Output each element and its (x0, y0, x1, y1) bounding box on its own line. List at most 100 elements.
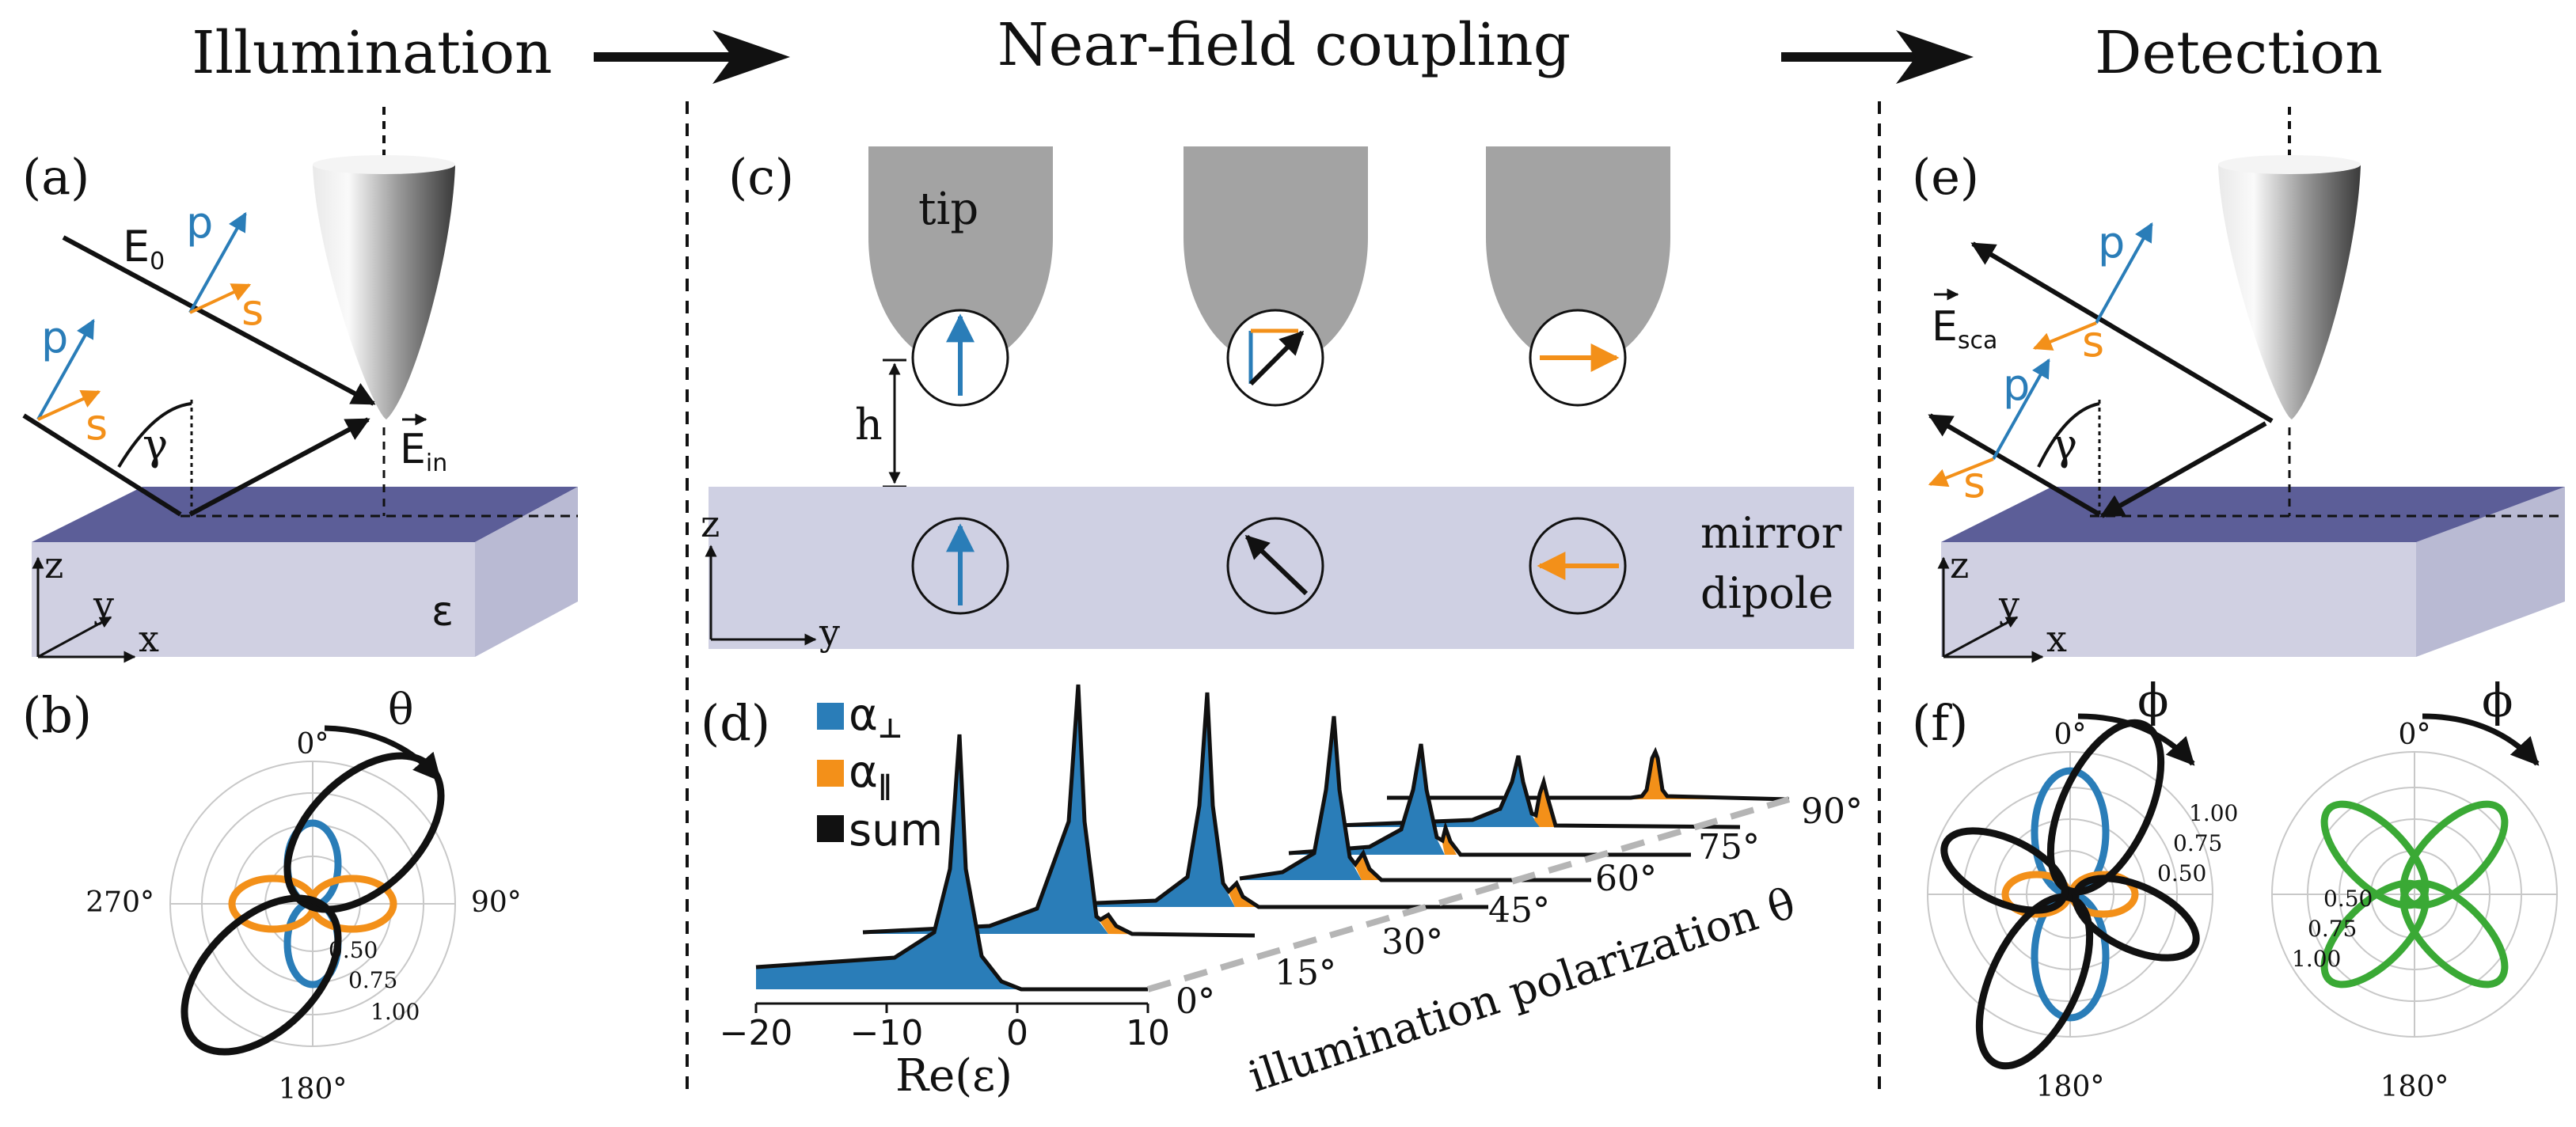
tip-c-2 (1184, 146, 1368, 368)
theta-tick-90: 90° (1801, 791, 1863, 832)
polar-angle-180: 180° (279, 1073, 348, 1106)
trace-45-sum (1239, 715, 1591, 882)
polar-angle-90: 90° (471, 886, 522, 919)
mirror-label: mirror (1700, 508, 1842, 558)
s-arrow-e-2 (1928, 457, 1994, 488)
sum-lobe-2 (180, 894, 342, 1056)
panel-a: (a) E0 p s p s γ Ein ε (22, 107, 578, 663)
x-axis-label: Re(ε) (895, 1050, 1013, 1102)
trace-45-perp (1240, 720, 1362, 880)
ein-label: Ein (400, 426, 447, 477)
trace-60-perp (1289, 750, 1445, 855)
p-label-1: p (186, 198, 213, 248)
stage-title-illumination: Illumination (192, 19, 552, 87)
polar-f-right-180: 180° (2380, 1071, 2449, 1103)
polar-radius-100: 1.00 (370, 999, 420, 1025)
s-label-2: s (85, 400, 108, 450)
theta-label: θ (388, 685, 414, 734)
legend-swatch-sum (817, 815, 844, 842)
dipole-tilt-2 (1248, 330, 1305, 386)
theta-tick-60: 60° (1595, 859, 1657, 899)
axes-e: z y x (1937, 544, 2067, 663)
panel-d-label: (d) (701, 694, 770, 752)
s-label-1: s (241, 285, 264, 335)
legend-swatch-perp (817, 703, 844, 730)
gamma-label-e: γ (2052, 419, 2077, 469)
s-label-e-1: s (2082, 317, 2104, 366)
dipole-label: dipole (1700, 568, 1833, 618)
substrate-a (32, 427, 578, 657)
polar-f-right-0: 0° (2399, 719, 2431, 751)
polar-grid-f-right (2271, 751, 2558, 1038)
polar-curves-f-left (1940, 719, 2200, 1070)
svg-text:y: y (93, 583, 114, 626)
polar-radius-075: 0.75 (348, 967, 397, 993)
p-label-2: p (41, 313, 68, 362)
s-arrow-1 (189, 283, 252, 314)
mirror-dipole-circle-1 (911, 517, 1009, 615)
panel-a-label: (a) (22, 148, 89, 206)
legend-par: α∥ (849, 746, 891, 802)
svg-text:y: y (1998, 583, 2019, 626)
p-label-e-1: p (2098, 218, 2125, 268)
theta-arrow (324, 725, 442, 782)
panel-b: (b) 0° 90° 180° 270° 0.50 0.75 1.00 θ (22, 685, 522, 1106)
polar-f-right-r050: 0.50 (2323, 886, 2373, 912)
trace-30-perp (1037, 698, 1235, 907)
polar-f-right-r075: 0.75 (2308, 916, 2357, 942)
p-label-e-2: p (2003, 360, 2030, 410)
mirror-dipole-2 (1244, 534, 1309, 596)
phi-label-right: ϕ (2482, 674, 2513, 727)
trace-60-sum (1288, 743, 1691, 857)
x-tick-0: 0 (1006, 1013, 1028, 1053)
e0-label: E0 (123, 222, 165, 275)
legend-d: α⊥ α∥ sum (817, 689, 943, 856)
trace-15-sum (862, 684, 1256, 938)
trace-15-par (1100, 916, 1255, 935)
svg-text:z: z (701, 503, 720, 545)
panel-d: (d) α⊥ α∥ sum (701, 684, 1863, 1102)
phi-arrow-left (2077, 713, 2195, 766)
trace-0-perp (756, 736, 1021, 989)
tip-e (2218, 158, 2361, 419)
polar-f-left-0: 0° (2054, 719, 2087, 751)
p-arrow-1 (188, 211, 247, 313)
x-tick-10: 10 (1126, 1013, 1170, 1053)
legend-perp: α⊥ (849, 689, 902, 745)
polar-f-left-r075: 0.75 (2173, 830, 2222, 856)
flow-arrow-2 (1781, 30, 1974, 84)
s-arrow-e-1 (2032, 321, 2097, 351)
panel-c-label: (c) (728, 148, 794, 206)
substrate-e (1941, 427, 2565, 657)
tip-c-1 (868, 146, 1053, 368)
x-tick-minus10: −10 (850, 1013, 924, 1053)
trace-75-sum (1337, 755, 1741, 829)
polar-f-left-r050: 0.50 (2157, 860, 2206, 886)
theta-tick-30: 30° (1381, 922, 1443, 962)
reflected-beam (188, 417, 370, 517)
trace-0-sum (755, 734, 1148, 992)
gamma-label: γ (142, 419, 168, 469)
axes-c: z y (701, 503, 840, 654)
flow-arrow-1 (594, 30, 790, 84)
mirror-dipole-circle-2 (1226, 517, 1324, 615)
scatter-beam-down (2099, 421, 2267, 518)
trace-60-par (1442, 829, 1691, 855)
svg-text:x: x (2046, 617, 2067, 660)
x-tick-minus20: −20 (720, 1013, 793, 1053)
svg-text:z: z (1950, 544, 1969, 586)
trace-15-perp (863, 689, 1108, 934)
p-arrow-e-1 (2095, 222, 2153, 324)
tip-label: tip (918, 184, 978, 235)
polar-f-right-r100: 1.00 (2292, 946, 2341, 972)
h-label: h (855, 400, 883, 450)
theta-tick-0: 0° (1176, 981, 1215, 1022)
s-arrow-2 (37, 390, 101, 421)
scatter-beam-2 (1928, 413, 2101, 517)
trace-75-perp (1338, 760, 1540, 827)
panel-c: (c) tip h mirror dipole (701, 146, 1854, 654)
tip-c-3 (1486, 146, 1670, 368)
panel-f-label: (f) (1912, 694, 1968, 752)
phi-label-left: ϕ (2137, 674, 2169, 727)
polar-angle-270: 270° (85, 886, 154, 919)
